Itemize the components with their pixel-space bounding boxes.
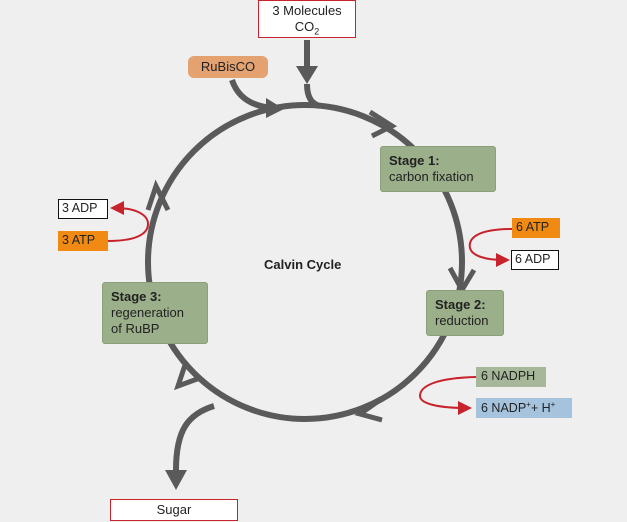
cycle-ring [145, 102, 465, 422]
cycle-arrowhead-left [145, 179, 171, 212]
co2-line2: CO2 [259, 19, 355, 40]
co2-join-curve [304, 83, 321, 109]
sugar-output-arrow [173, 403, 215, 471]
co2-formula: CO [294, 19, 315, 34]
cycle-arrowhead-bottom-right [354, 397, 383, 423]
stage-1-desc: carbon fixation [389, 169, 474, 184]
stage-1-title: Stage 1: [389, 153, 440, 168]
adp-right-box: 6 ADP [511, 250, 559, 270]
nadph-box: 6 NADPH [476, 367, 546, 387]
sugar-output-box: Sugar [110, 499, 238, 521]
stage-3-box: Stage 3: regeneration of RuBP [102, 282, 208, 344]
rubisco-label: RuBisCO [188, 56, 268, 78]
atp-adp-left-arrow [107, 201, 150, 242]
diagram-title: Calvin Cycle [264, 257, 342, 272]
nadp-plus-h: + H [530, 401, 551, 416]
rubisco-arrowhead [266, 98, 284, 118]
stage-3-title: Stage 3: [111, 289, 162, 304]
nadp-text: 6 NADP [481, 401, 527, 416]
sugar-arrowhead [165, 470, 187, 490]
cycle-arrowhead-bottom-left [173, 361, 201, 391]
atp-left-box: 3 ATP [58, 231, 108, 251]
nadph-arrow [418, 376, 477, 415]
stage-3-desc-line2: of RuBP [111, 321, 160, 336]
nadp-box: 6 NADP++ H+ [476, 398, 572, 418]
co2-subscript: 2 [314, 26, 320, 37]
stage-2-box: Stage 2: reduction [426, 290, 504, 336]
adp-left-box: 3 ADP [58, 199, 108, 219]
co2-input-box: 3 Molecules CO2 [258, 0, 356, 38]
co2-arrowhead [296, 66, 318, 84]
stage-1-box: Stage 1: carbon fixation [380, 146, 496, 192]
atp-right-box: 6 ATP [512, 218, 560, 238]
h-sup: + [550, 400, 556, 409]
cycle-arrowhead-top-right [368, 109, 398, 139]
stage-2-title: Stage 2: [435, 297, 486, 312]
nadp-sup: + [526, 400, 531, 409]
stage-2-desc: reduction [435, 313, 489, 328]
stage-3-desc-line1: regeneration [111, 305, 184, 320]
co2-line1: 3 Molecules [272, 3, 342, 18]
atp-adp-right-arrow [468, 228, 513, 267]
